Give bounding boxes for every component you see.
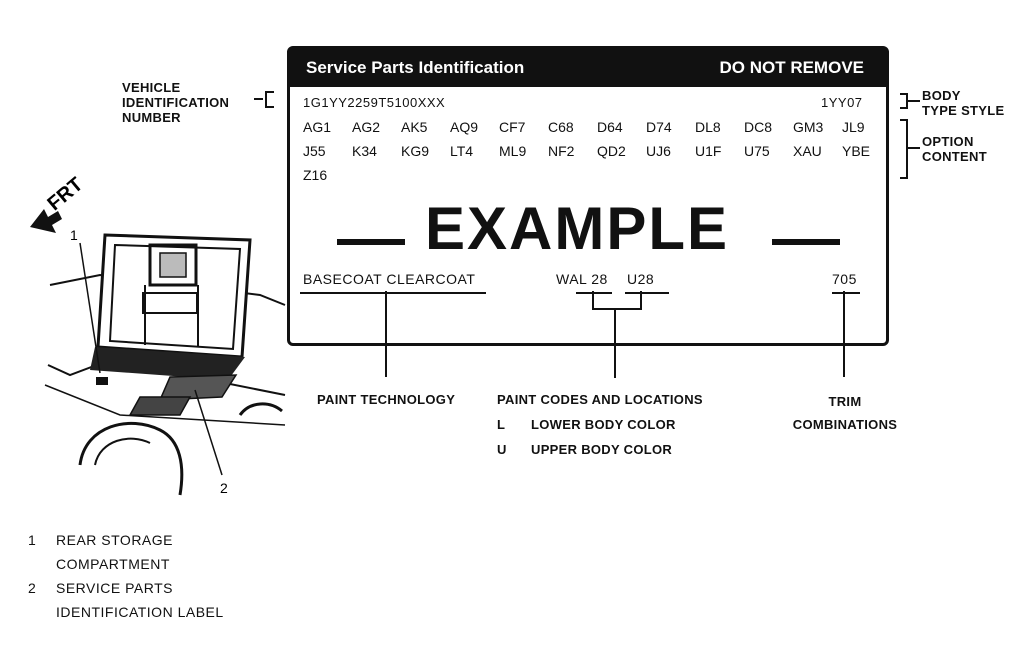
callout-number-2: 2 (220, 480, 228, 496)
trim-callout-line1: TRIM (828, 394, 862, 409)
paint-tech-leader (385, 291, 387, 377)
body-bracket (900, 93, 920, 109)
legend-line: SERVICE PARTS (56, 580, 173, 596)
option-code: DL8 (695, 119, 721, 135)
trim-value: 705 (832, 271, 857, 287)
paint-tech-underline (300, 292, 486, 294)
body-callout: BODY TYPE STYLE (922, 88, 1004, 118)
body-code-value: 1YY07 (821, 95, 863, 110)
legend-number: 1 (28, 532, 37, 548)
option-code: XAU (793, 143, 822, 159)
vin-callout-line1: VEHICLE (122, 80, 181, 95)
option-callout-line2: CONTENT (922, 149, 987, 164)
option-code: AG2 (352, 119, 381, 135)
option-code: KG9 (401, 143, 430, 159)
option-code: U1F (695, 143, 722, 159)
option-code: C68 (548, 119, 574, 135)
option-code: AQ9 (450, 119, 479, 135)
paint-upper-underline (625, 292, 669, 294)
legend-text: REAR STORAGE COMPARTMENT (56, 528, 173, 576)
option-code: QD2 (597, 143, 626, 159)
legend-line: COMPARTMENT (56, 556, 170, 572)
option-code: Z16 (303, 167, 328, 183)
example-dash-right (772, 239, 840, 245)
option-code: D74 (646, 119, 672, 135)
legend-line: IDENTIFICATION LABEL (56, 604, 224, 620)
front-direction-text: FRT (43, 173, 87, 215)
trim-callout: TRIM COMBINATIONS (785, 394, 905, 432)
option-code: AG1 (303, 119, 332, 135)
option-code: GM3 (793, 119, 824, 135)
legend-item-1: 1 REAR STORAGE COMPARTMENT (28, 528, 224, 576)
trim-underline (832, 292, 860, 294)
trim-leader (843, 291, 845, 377)
option-bracket (900, 119, 920, 179)
label-title: Service Parts Identification (306, 58, 525, 77)
paint-lower-text: LOWER BODY COLOR (531, 417, 676, 432)
option-code: YBE (842, 143, 871, 159)
paint-lower-key: L (497, 417, 506, 432)
example-watermark: EXAMPLE (425, 195, 730, 262)
paint-technology-value: BASECOAT CLEARCOAT (303, 271, 476, 287)
vin-callout: VEHICLE IDENTIFICATION NUMBER (122, 80, 229, 125)
rear-storage-illustration: FRT 1 2 (30, 173, 286, 496)
vin-callout-line2: IDENTIFICATION (122, 95, 230, 110)
vin-callout-line3: NUMBER (122, 110, 181, 125)
option-code: ML9 (499, 143, 527, 159)
legend-number: 2 (28, 580, 37, 596)
callout-number-1: 1 (70, 227, 78, 243)
service-parts-label: Service Parts Identification DO NOT REMO… (287, 46, 889, 346)
body-callout-line2: TYPE STYLE (922, 103, 1005, 118)
option-code: J55 (303, 143, 326, 159)
option-code: CF7 (499, 119, 526, 135)
paint-upper-leader (640, 291, 642, 309)
paint-upper-text: UPPER BODY COLOR (531, 442, 673, 457)
paint-code-lower: WAL 28 (556, 271, 608, 287)
option-code: NF2 (548, 143, 575, 159)
option-code: DC8 (744, 119, 773, 135)
paint-upper-key: U (497, 442, 507, 457)
label-header: Service Parts Identification DO NOT REMO… (290, 49, 886, 87)
paint-codes-leader (614, 308, 616, 378)
option-code: AK5 (401, 119, 428, 135)
paint-codes-callout: PAINT CODES AND LOCATIONS (497, 392, 703, 407)
option-code: U75 (744, 143, 770, 159)
option-code: D64 (597, 119, 623, 135)
body-callout-line1: BODY (922, 88, 961, 103)
option-code: LT4 (450, 143, 474, 159)
trim-callout-line2: COMBINATIONS (792, 417, 898, 432)
legend-item-2: 2 SERVICE PARTS IDENTIFICATION LABEL (28, 576, 224, 624)
option-code: JL9 (842, 119, 865, 135)
option-callout: OPTION CONTENT (922, 134, 987, 164)
paint-bracket (592, 308, 642, 310)
example-dash-left (337, 239, 405, 245)
paint-code-upper: U28 (627, 271, 655, 287)
vin-value: 1G1YY2259T5100XXX (303, 95, 446, 110)
front-arrow-icon (30, 209, 62, 233)
figure-legend: 1 REAR STORAGE COMPARTMENT 2 SERVICE PAR… (28, 528, 224, 624)
legend-line: REAR STORAGE (56, 532, 173, 548)
label-warning: DO NOT REMOVE (719, 58, 864, 77)
paint-lower-leader (592, 291, 594, 309)
legend-text: SERVICE PARTS IDENTIFICATION LABEL (56, 576, 224, 624)
option-code: UJ6 (646, 143, 671, 159)
paint-tech-callout: PAINT TECHNOLOGY (317, 392, 456, 407)
vin-bracket (254, 91, 274, 108)
option-code: K34 (352, 143, 377, 159)
option-callout-line1: OPTION (922, 134, 974, 149)
paint-lower-underline (576, 292, 612, 294)
